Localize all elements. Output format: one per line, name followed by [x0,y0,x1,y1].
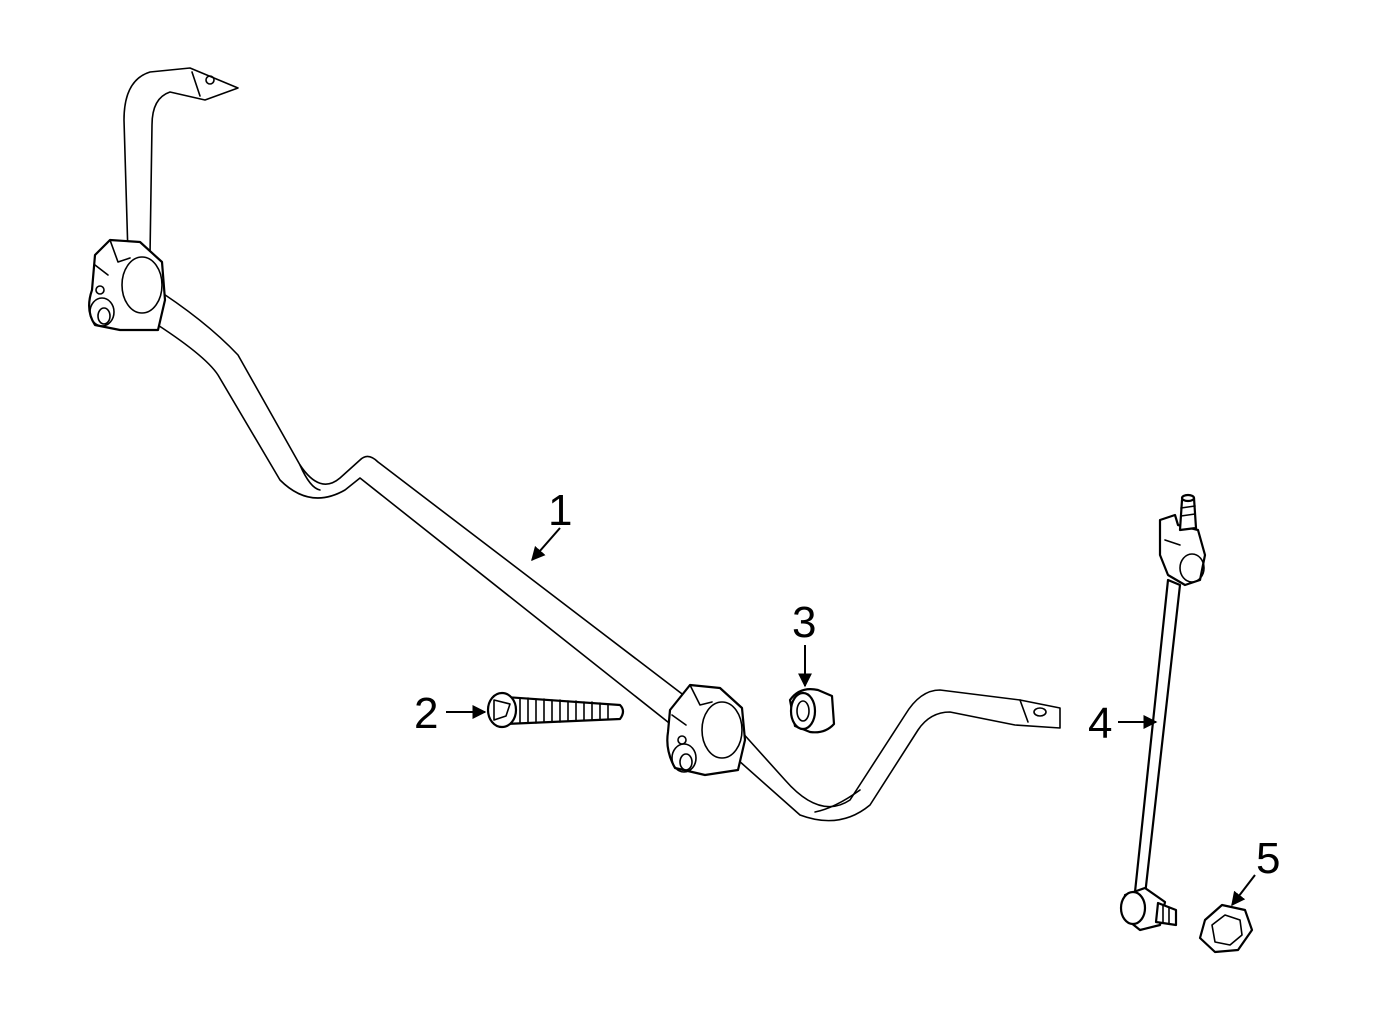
callout-2-label: 2 [414,689,438,738]
callout-1-label: 1 [548,486,572,535]
callout-1: 1 [531,486,572,562]
callout-3-label: 3 [792,598,816,647]
callout-5: 5 [1231,834,1280,907]
hex-nut [1198,903,1254,954]
center-bushing-bracket [666,683,747,777]
callout-4-label: 4 [1088,699,1112,748]
callout-3: 3 [792,598,816,688]
callout-2: 2 [414,689,487,738]
stabilizer-link [1119,493,1207,932]
bushing-nut [788,688,836,734]
callout-4: 4 [1088,699,1158,748]
stabilizer-bar [123,67,1061,822]
left-bushing-bracket [88,238,167,332]
bolt [486,691,625,729]
callout-5-label: 5 [1256,834,1280,883]
